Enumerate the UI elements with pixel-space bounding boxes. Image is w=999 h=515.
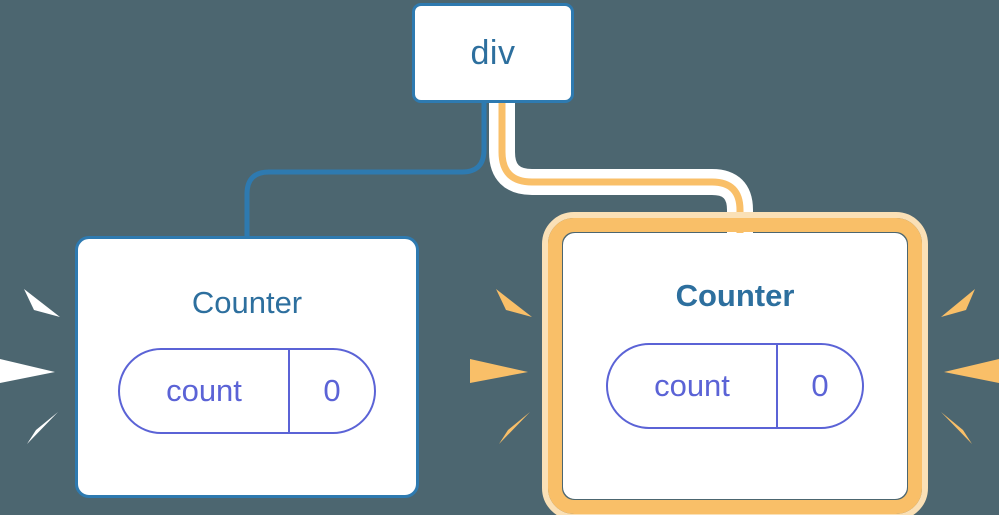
state-pill-key: count bbox=[120, 350, 290, 432]
node-counter-left-label: Counter bbox=[191, 285, 303, 320]
state-pill-count-left: count 0 bbox=[118, 348, 376, 434]
node-div-label: div bbox=[470, 34, 516, 72]
edge-div-to-left-counter bbox=[244, 103, 487, 240]
state-pill-value: 0 bbox=[811, 368, 829, 403]
node-counter-left[interactable]: Counter count 0 bbox=[75, 236, 419, 498]
state-pill-count-right: count 0 bbox=[606, 343, 864, 429]
edge-div-to-right-counter bbox=[498, 103, 744, 250]
node-div[interactable]: div bbox=[412, 3, 574, 103]
node-counter-right-label: Counter bbox=[675, 278, 795, 313]
state-pill-key: count bbox=[608, 345, 778, 427]
node-counter-right[interactable]: Counter count 0 bbox=[563, 233, 907, 499]
state-pill-value: 0 bbox=[323, 373, 341, 408]
highlight-ring-right bbox=[548, 218, 922, 514]
